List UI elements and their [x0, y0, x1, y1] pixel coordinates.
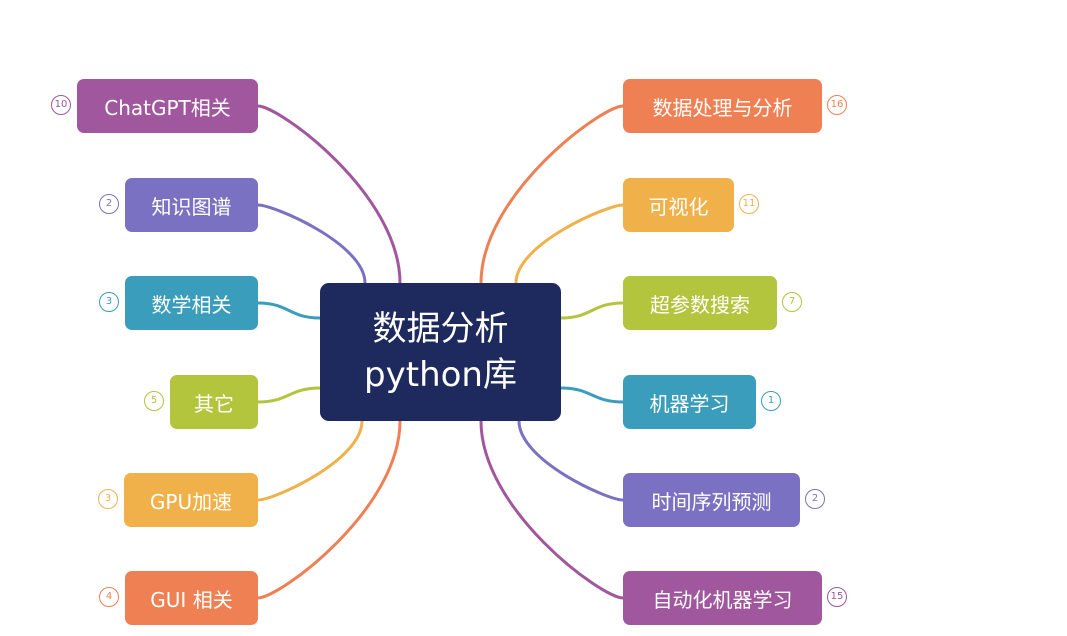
central-topic-line1: 数据分析	[372, 309, 509, 349]
topic-count-badge: 3	[99, 292, 119, 312]
topic-count-badge: 16	[827, 95, 847, 115]
topic-label: 其它	[194, 391, 234, 416]
topic-count-badge: 7	[782, 292, 802, 312]
topic-label: 可视化	[648, 194, 709, 219]
topic-count-badge: 10	[51, 95, 71, 115]
topic-count-badge: 1	[761, 391, 781, 411]
topic-count-badge: 4	[99, 587, 119, 607]
topic-label: 数学相关	[151, 292, 232, 317]
topic-time-series[interactable]: 时间序列预测	[623, 473, 800, 527]
topic-gpu[interactable]: GPU加速	[124, 473, 258, 527]
topic-count-badge: 11	[739, 194, 759, 214]
connector-left-1	[256, 203, 367, 285]
connector-left-3	[256, 386, 322, 404]
topic-chatgpt[interactable]: ChatGPT相关	[77, 79, 258, 133]
topic-hyperparameter-search[interactable]: 超参数搜索	[623, 276, 777, 330]
connector-left-2	[256, 301, 322, 320]
central-topic[interactable]: 数据分析 python库	[320, 283, 561, 421]
topic-label: 时间序列预测	[651, 489, 772, 514]
topic-label: 自动化机器学习	[652, 587, 793, 612]
connector-right-2	[559, 301, 625, 320]
topic-label: 数据处理与分析	[652, 95, 793, 120]
topic-count-badge: 2	[805, 489, 825, 509]
topic-gui[interactable]: GUI 相关	[125, 571, 258, 625]
topic-count-badge: 2	[99, 194, 119, 214]
connector-right-3	[559, 386, 625, 404]
connector-left-5	[256, 419, 402, 600]
topic-visualization[interactable]: 可视化	[623, 178, 734, 232]
topic-knowledge-graph[interactable]: 知识图谱	[125, 178, 258, 232]
topic-automl[interactable]: 自动化机器学习	[623, 571, 822, 625]
topic-label: 超参数搜索	[650, 292, 750, 317]
topic-data-processing[interactable]: 数据处理与分析	[623, 79, 822, 133]
topic-count-badge: 3	[98, 489, 118, 509]
connector-right-1	[514, 203, 625, 285]
connector-right-0	[479, 104, 625, 285]
topic-label: ChatGPT相关	[104, 95, 231, 120]
connector-left-0	[256, 104, 402, 285]
connector-right-4	[517, 419, 625, 502]
topic-label: GPU加速	[149, 489, 233, 514]
connector-left-4	[256, 419, 364, 502]
topic-count-badge: 15	[827, 587, 847, 607]
topic-label: 机器学习	[649, 391, 730, 416]
topic-math[interactable]: 数学相关	[125, 276, 258, 330]
topic-count-badge: 5	[144, 391, 164, 411]
topic-other[interactable]: 其它	[170, 375, 258, 429]
topic-label: 知识图谱	[151, 194, 232, 219]
connector-right-5	[479, 419, 625, 600]
central-topic-line2: python库	[364, 355, 517, 395]
topic-label: GUI 相关	[150, 587, 233, 612]
topic-machine-learning[interactable]: 机器学习	[623, 375, 756, 429]
